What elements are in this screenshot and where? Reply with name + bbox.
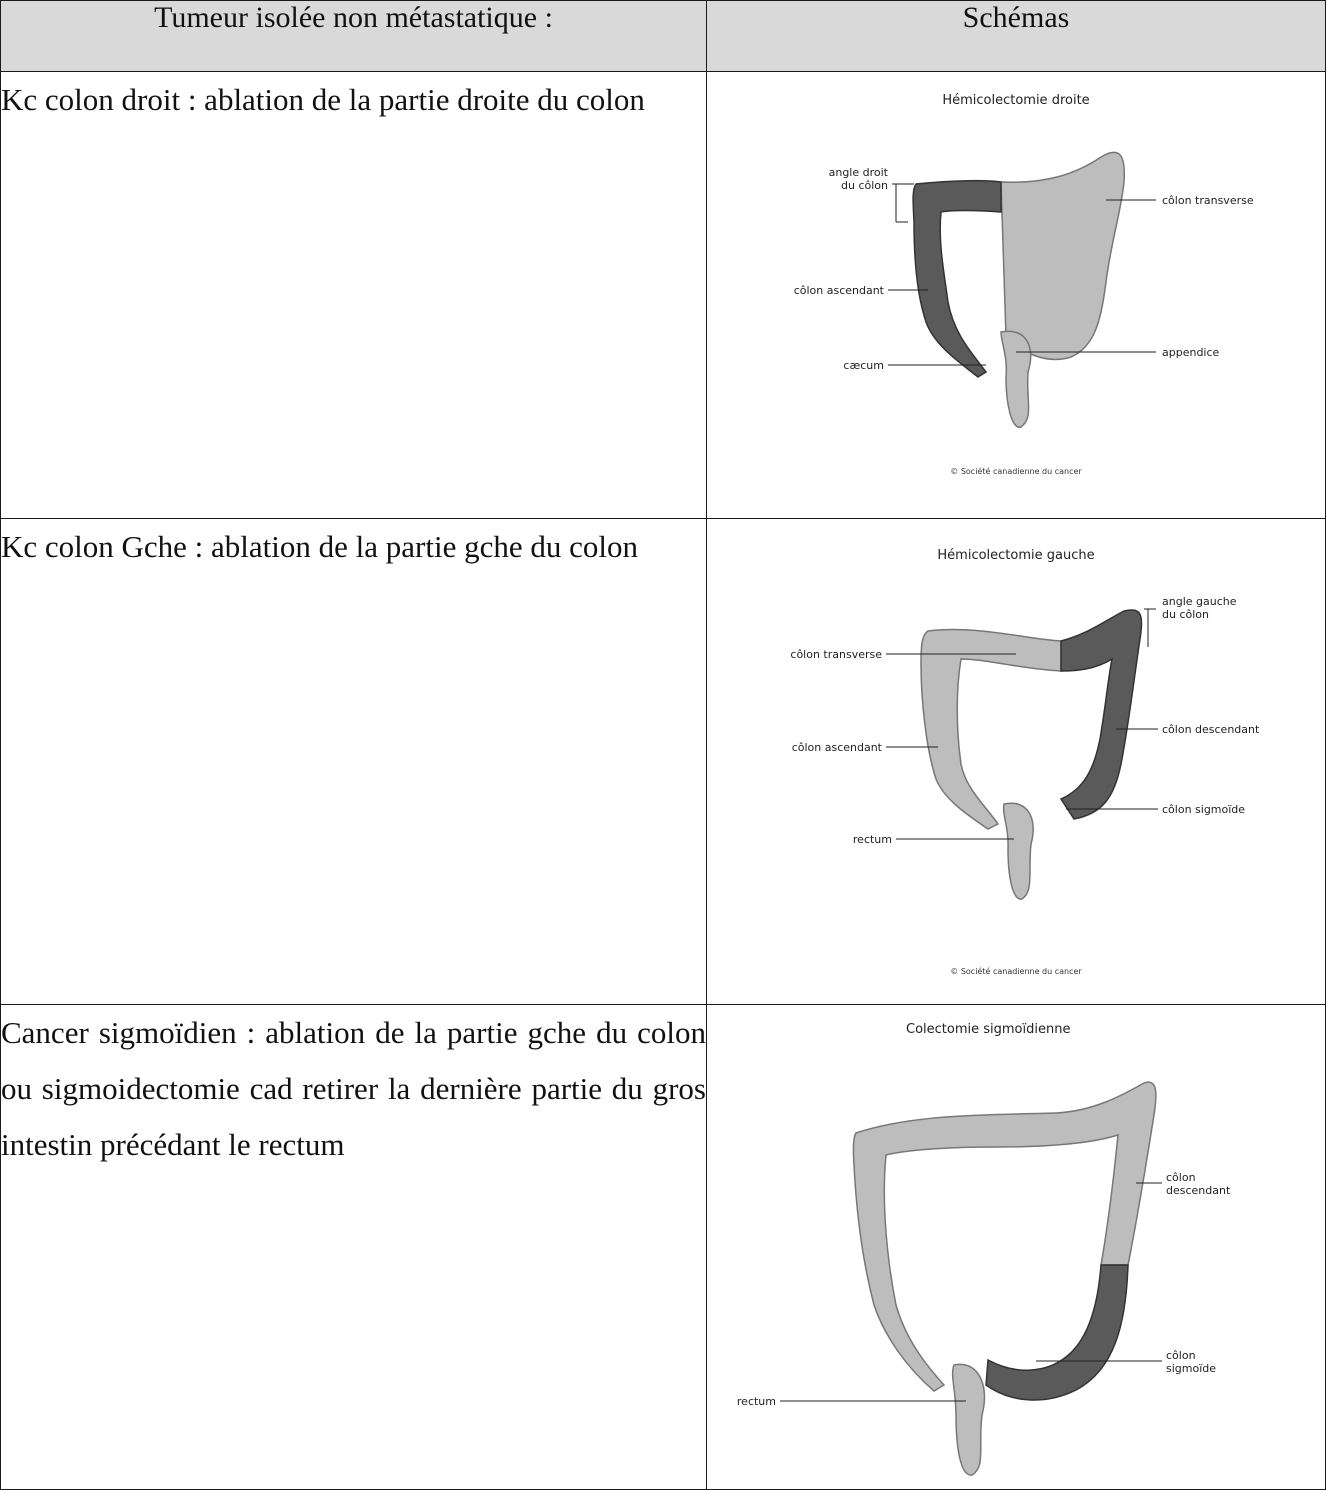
diagram-title: Hémicolectomie gauche <box>937 548 1094 563</box>
table-row: Kc colon Gche : ablation de la partie gc… <box>0 518 1326 1005</box>
svg-text:côlon transverse: côlon transverse <box>790 648 882 661</box>
svg-text:angle gauche: angle gauche <box>1162 595 1237 608</box>
svg-text:rectum: rectum <box>737 1395 776 1408</box>
row-description: Kc colon droit : ablation de la partie d… <box>0 71 707 519</box>
svg-text:rectum: rectum <box>853 833 892 846</box>
colon-transverse-descending <box>1000 151 1126 361</box>
rectum-shape <box>951 1363 986 1476</box>
table-header-row: Tumeur isolée non métastatique : Schémas <box>0 0 1326 72</box>
svg-text:côlon: côlon <box>1166 1349 1196 1362</box>
header-diagrams: Schémas <box>706 0 1326 72</box>
hemicolectomy-left-diagram: Hémicolectomie gauche angle gauche du cô… <box>790 548 1260 976</box>
diagram-title: Colectomie sigmoïdienne <box>906 1022 1070 1037</box>
svg-text:sigmoïde: sigmoïde <box>1166 1362 1216 1375</box>
copyright-text: © Société canadienne du cancer <box>950 966 1082 976</box>
table-row: Kc colon droit : ablation de la partie d… <box>0 71 1326 519</box>
svg-text:du côlon: du côlon <box>841 179 888 192</box>
removed-section-sigmoid <box>985 1264 1129 1401</box>
svg-text:descendant: descendant <box>1166 1184 1231 1197</box>
svg-text:côlon: côlon <box>1166 1171 1196 1184</box>
row-description: Kc colon Gche : ablation de la partie gc… <box>0 518 707 1005</box>
svg-text:côlon ascendant: côlon ascendant <box>794 284 885 297</box>
diagram-cell: Hémicolectomie gauche angle gauche du cô… <box>706 518 1326 1005</box>
rectum-shape <box>1002 802 1034 900</box>
svg-text:du côlon: du côlon <box>1162 608 1209 621</box>
table-row: Cancer sigmoïdien : ablation de la parti… <box>0 1004 1326 1490</box>
sigmoid-colectomy-diagram: Colectomie sigmoïdienne côlon descendant… <box>737 1022 1231 1476</box>
svg-text:côlon sigmoïde: côlon sigmoïde <box>1162 803 1245 816</box>
copyright-text: © Société canadienne du cancer <box>950 466 1082 476</box>
svg-text:côlon ascendant: côlon ascendant <box>792 741 883 754</box>
header-tumor-type: Tumeur isolée non métastatique : <box>0 0 707 72</box>
rectum-shape <box>1000 330 1032 428</box>
svg-text:côlon transverse: côlon transverse <box>1162 194 1254 207</box>
removed-section-right <box>912 179 1002 378</box>
svg-text:angle droit: angle droit <box>829 166 889 179</box>
removed-section-left <box>1059 609 1143 820</box>
diagram-cell: Colectomie sigmoïdienne côlon descendant… <box>706 1004 1326 1490</box>
svg-text:appendice: appendice <box>1162 346 1220 359</box>
row-description: Cancer sigmoïdien : ablation de la parti… <box>0 1004 707 1490</box>
diagram-title: Hémicolectomie droite <box>942 93 1089 108</box>
colon-light-section <box>852 1081 1157 1392</box>
colon-light-section <box>920 628 1062 830</box>
hemicolectomy-right-diagram: Hémicolectomie droite angle droit du côl… <box>794 93 1254 476</box>
svg-text:cæcum: cæcum <box>843 359 884 372</box>
diagram-cell: Hémicolectomie droite angle droit du côl… <box>706 71 1326 519</box>
svg-text:côlon descendant: côlon descendant <box>1162 723 1260 736</box>
